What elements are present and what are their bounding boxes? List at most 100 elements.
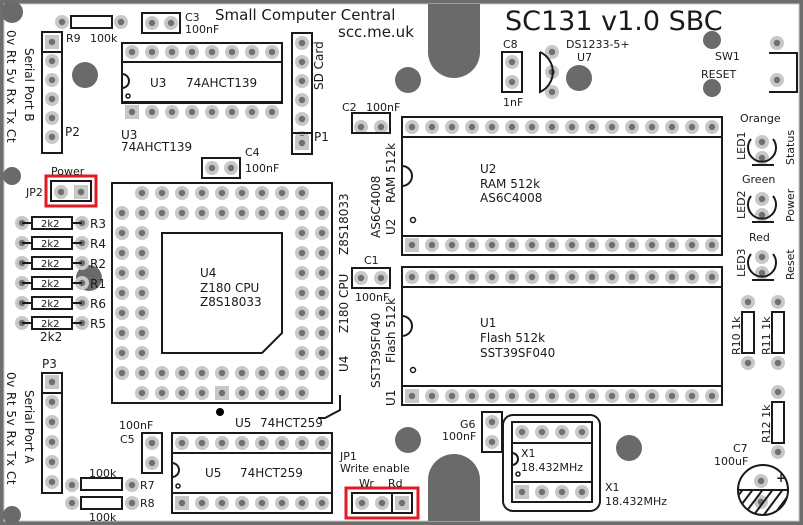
c6-pad [485, 435, 499, 449]
r11-pad [771, 295, 785, 309]
u5-pad [195, 436, 209, 450]
u2-pad [545, 238, 559, 252]
u2-pad [425, 120, 439, 134]
c2-value: 100nF [366, 101, 400, 114]
u4-pad [315, 266, 329, 280]
r7-outline [80, 477, 123, 491]
u4-pad [315, 286, 329, 300]
mounting-hole [616, 435, 642, 461]
r10-outline [741, 311, 755, 354]
u1-pad [605, 270, 619, 284]
u3-part-2: 74AHCT139 [121, 140, 192, 154]
board-title: SC131 v1.0 SBC [505, 6, 723, 37]
u4-pad [195, 386, 209, 400]
led3-color: Red [749, 231, 770, 244]
u4-part: Z8S18033 [200, 295, 262, 309]
u1-pad [505, 270, 519, 284]
u5-part: 74HCT259 [240, 466, 303, 480]
u2-pad [465, 120, 479, 134]
board-slot [428, 454, 480, 521]
u2-pad [565, 120, 579, 134]
resistor-body [31, 316, 73, 330]
p3-pad [45, 475, 59, 489]
p1-pad [295, 112, 309, 126]
u4-pad [115, 326, 129, 340]
c4-ref: C4 [245, 146, 260, 159]
u2-pad [665, 120, 679, 134]
c4-outline [201, 157, 241, 179]
u4-pad [115, 366, 129, 380]
u2-part: AS6C4008 [480, 191, 542, 205]
u1-pad [625, 389, 639, 403]
r11-pad [771, 356, 785, 370]
r7-ref: R7 [140, 479, 155, 492]
u3-pad [185, 105, 199, 119]
u4-pad [315, 346, 329, 360]
p1-pad [295, 93, 309, 107]
p3-pad [45, 375, 59, 389]
u2-pad [405, 238, 419, 252]
resistor-body [31, 236, 73, 250]
u1-pad [545, 389, 559, 403]
u2-side-name: RAM 512k [384, 143, 398, 203]
u4-pad [135, 306, 149, 320]
u1-name: Flash 512k [480, 331, 545, 345]
r8-pad [125, 496, 139, 510]
sw1-pad [770, 36, 784, 50]
u4-pad [115, 306, 129, 320]
x1-pad [535, 485, 549, 499]
u4-pad [135, 286, 149, 300]
u2-pad [485, 238, 499, 252]
resistor-value: 2k2 [41, 279, 60, 290]
u4-pad [255, 186, 269, 200]
u2-pad [505, 120, 519, 134]
u3-pad [265, 45, 279, 59]
p1-ref: P1 [314, 130, 329, 144]
p3-outline [41, 372, 63, 494]
r8-outline [80, 496, 123, 510]
r9-value: 100k [90, 32, 118, 45]
u2-pad [645, 238, 659, 252]
u2-pad [505, 238, 519, 252]
u4-pad [155, 386, 169, 400]
u4-pad [315, 206, 329, 220]
u1-pad [425, 389, 439, 403]
u1-pad [525, 389, 539, 403]
u4-pad [115, 246, 129, 260]
u5-ref: U5 [205, 466, 221, 480]
u4-pad [135, 366, 149, 380]
u5-pad [295, 436, 309, 450]
u4-pad [155, 206, 169, 220]
u4-pad [295, 326, 309, 340]
sw1-name: RESET [701, 68, 737, 81]
u2-pad [605, 120, 619, 134]
u3-pad [185, 45, 199, 59]
r10-pad [741, 295, 755, 309]
u3-pad [265, 105, 279, 119]
u7-ref: U7 [577, 51, 592, 64]
r8-ref: R8 [140, 497, 155, 510]
u2-name: RAM 512k [480, 177, 540, 191]
r9-ref: R9 [66, 32, 81, 45]
u4-pad [135, 226, 149, 240]
resistor-body [31, 216, 73, 230]
u1-pad [485, 389, 499, 403]
p2-pad [45, 35, 59, 49]
u5-pad [215, 436, 229, 450]
c5-pad [145, 456, 159, 470]
resistor-ref: R5 [90, 317, 106, 331]
r7-pad [65, 478, 79, 492]
u5-pad [235, 496, 249, 510]
u4-name: Z180 CPU [200, 281, 259, 295]
u4-pad [135, 386, 149, 400]
serial-a-pins: 0v Rt 5v Rx Tx Ct [4, 372, 18, 485]
u4-pad [275, 186, 289, 200]
u1-pad [405, 270, 419, 284]
u1-pad [685, 270, 699, 284]
u4-pad [215, 206, 229, 220]
c3-value: 100nF [185, 23, 219, 36]
board-slot [428, 4, 480, 78]
u4-pad [175, 206, 189, 220]
mounting-holes [1, 1, 721, 524]
